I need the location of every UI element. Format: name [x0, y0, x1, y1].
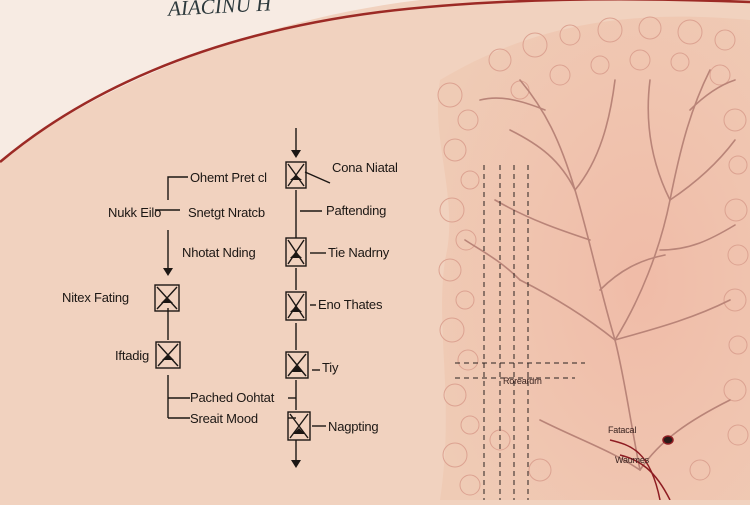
label-pached: Pached Oohtat	[190, 390, 275, 405]
gate-icon	[287, 411, 311, 441]
gate-icon	[285, 237, 307, 267]
red-vessels	[609, 435, 674, 501]
gate-icon	[285, 351, 309, 379]
label-iftadig: Iftadig	[115, 348, 150, 363]
label-sreait: Sreait Mood	[190, 411, 258, 426]
gate-icon	[154, 284, 180, 312]
label-ohem-pret: Ohemt Pret cl	[190, 170, 267, 185]
gate-icon	[155, 341, 181, 369]
flow-chart	[155, 128, 331, 468]
outer-area	[0, 0, 420, 160]
label-nhotat: Nhotat Nding	[182, 245, 256, 260]
label-waumes: Waumes	[615, 455, 649, 465]
label-tiy: Tiy	[322, 360, 339, 375]
label-cona-niatal: Cona Niatal	[332, 160, 398, 175]
label-snetgt: Snetgt Nratcb	[188, 205, 265, 220]
label-tie-nadrny: Tie Nadrny	[328, 245, 390, 260]
tissue-lobules	[437, 16, 749, 496]
label-eno-thates: Eno Thates	[318, 297, 383, 312]
label-paftending: Paftending	[326, 203, 387, 218]
gate-icon	[285, 161, 307, 189]
gate-icon	[285, 291, 307, 321]
label-nagpting: Nagpting	[328, 419, 379, 434]
vessel-tree	[464, 69, 736, 471]
dashed-lines	[455, 165, 585, 500]
label-roreardrh: Roreardrh	[503, 376, 542, 386]
organ-outline	[0, 0, 750, 163]
label-nukk-eilo: Nukk Eilo	[108, 205, 162, 220]
label-fatacal: Fatacal	[608, 425, 637, 435]
label-nitex-fating: Nitex Fating	[62, 290, 129, 305]
